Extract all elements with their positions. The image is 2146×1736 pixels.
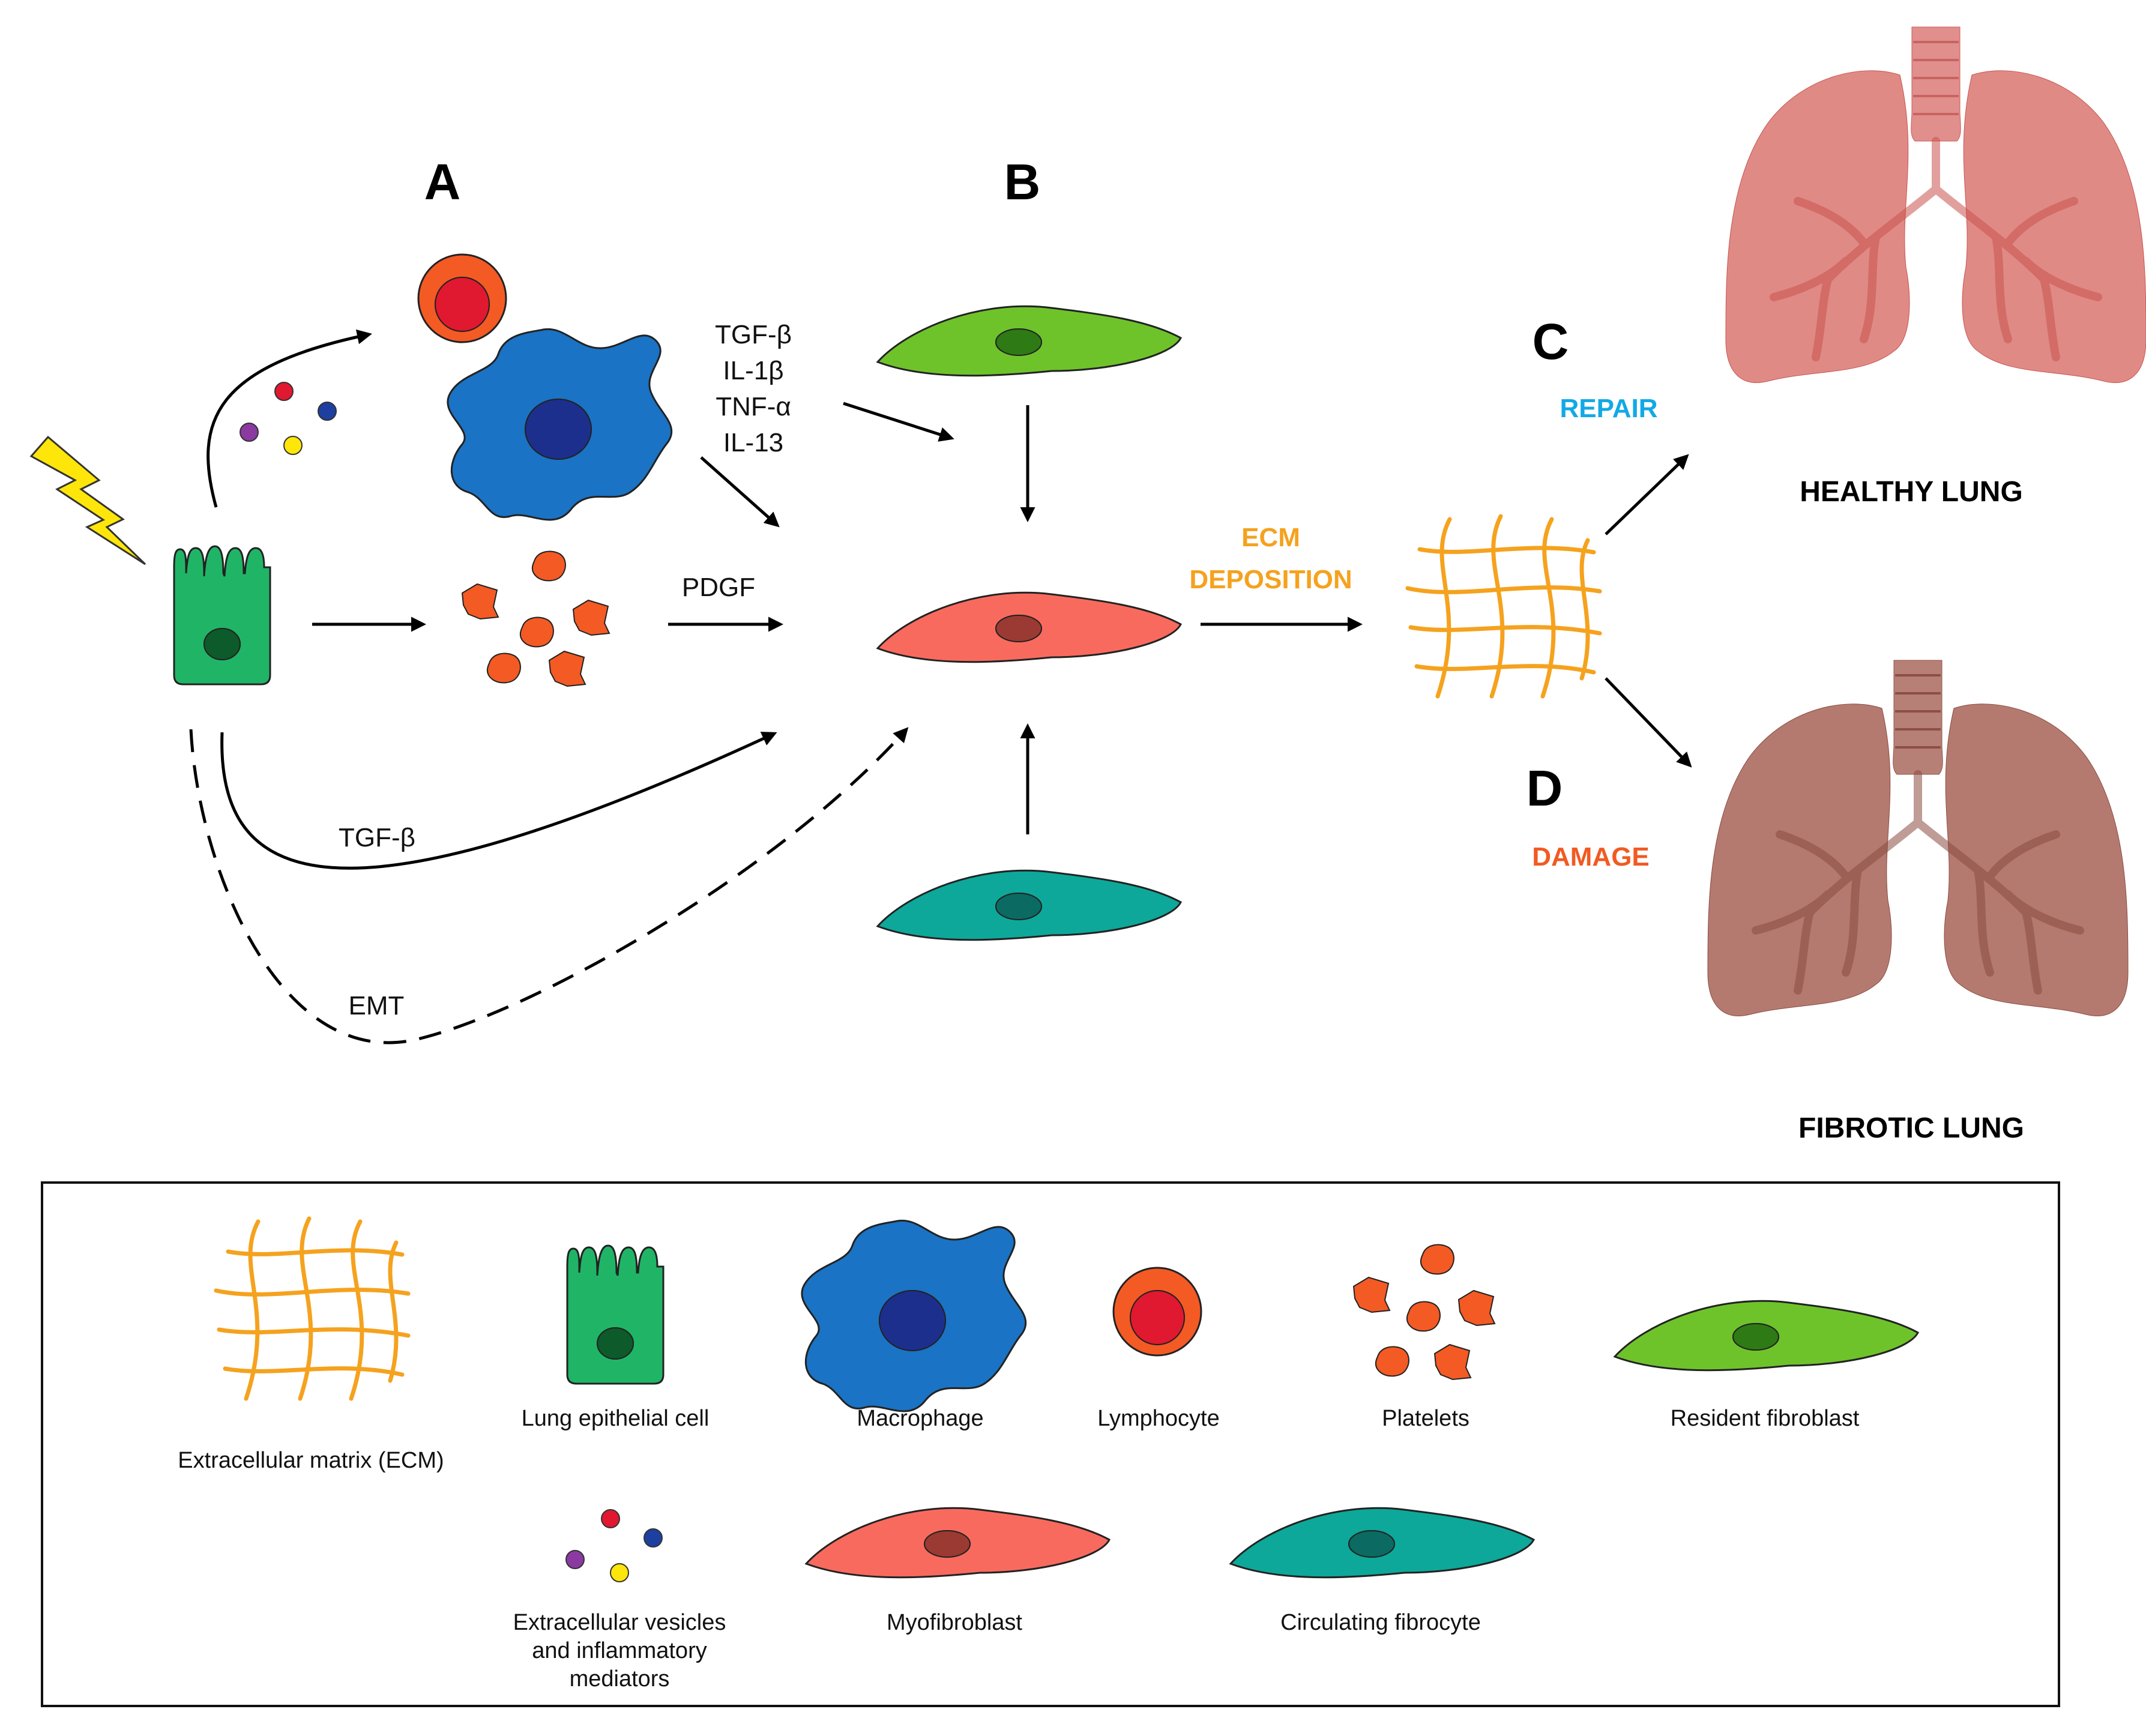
legend-vesicle-purple bbox=[565, 1550, 585, 1569]
fibrotic-lung-label: FIBROTIC LUNG bbox=[1798, 1112, 2024, 1144]
mediator-tnf-alpha: TNF-α bbox=[716, 392, 791, 421]
legend-epithelial-nucleus bbox=[597, 1327, 634, 1360]
healthy-lung-label: HEALTHY LUNG bbox=[1800, 476, 2023, 508]
lymphocyte-nucleus bbox=[435, 277, 490, 332]
legend-vesicle-yellow bbox=[610, 1563, 629, 1582]
arrow-epithelial-to-immune bbox=[206, 329, 372, 508]
legend-macrophage-nucleus bbox=[879, 1290, 946, 1351]
mediator-tgf-beta: TGF-β bbox=[715, 320, 792, 349]
legend-platelet-icon bbox=[1406, 1301, 1441, 1332]
myofibroblast-nucleus bbox=[995, 615, 1042, 642]
panel-label-a: A bbox=[424, 154, 461, 210]
mediator-emt: EMT bbox=[349, 991, 405, 1020]
legend-platelets-label: Platelets bbox=[1382, 1406, 1469, 1431]
injury-lightning-icon bbox=[29, 435, 146, 565]
arrow-ecm-to-damage bbox=[1605, 677, 1692, 768]
damage-label: DAMAGE bbox=[1532, 842, 1650, 872]
vesicle-blue bbox=[318, 402, 337, 421]
vesicle-red bbox=[274, 382, 294, 401]
arrow-mediators-to-resident bbox=[843, 402, 954, 442]
platelet bbox=[531, 550, 566, 582]
macrophage-nucleus bbox=[525, 399, 592, 460]
circulating-fibrocyte-nucleus bbox=[995, 893, 1042, 920]
legend-myofibroblast-label: Myofibroblast bbox=[887, 1610, 1022, 1635]
legend-circulating-nucleus bbox=[1348, 1530, 1395, 1558]
repair-label: REPAIR bbox=[1560, 394, 1658, 423]
fibrotic-lung-trachea-rings bbox=[1895, 674, 1941, 749]
epithelial-nucleus bbox=[203, 628, 241, 660]
mediator-pdgf: PDGF bbox=[682, 573, 755, 602]
arrow-ecm-to-repair bbox=[1605, 454, 1689, 535]
panel-label-d: D bbox=[1527, 760, 1563, 816]
platelet bbox=[462, 583, 499, 619]
mediator-il-1-beta: IL-1β bbox=[723, 356, 783, 385]
legend-myofibroblast-nucleus bbox=[924, 1530, 971, 1558]
legend-platelet-icon bbox=[1420, 1244, 1454, 1275]
legend-vesicle-blue bbox=[643, 1528, 663, 1548]
platelet bbox=[573, 600, 610, 636]
legend-lymphocyte-label: Lymphocyte bbox=[1097, 1406, 1219, 1431]
legend-vesicle-red bbox=[601, 1509, 620, 1528]
legend-circulating-label: Circulating fibrocyte bbox=[1280, 1610, 1481, 1635]
legend-platelet-icon bbox=[1458, 1290, 1495, 1326]
panel-label-b: B bbox=[1004, 154, 1041, 210]
arrow-mediators-to-myofibroblast bbox=[700, 456, 780, 528]
legend-macrophage-label: Macrophage bbox=[857, 1406, 983, 1431]
platelet bbox=[519, 616, 554, 648]
vesicle-purple bbox=[240, 423, 259, 442]
ecm-deposition-label: DEPOSITION bbox=[1189, 565, 1352, 594]
legend-ecm-label: Extracellular matrix (ECM) bbox=[178, 1448, 444, 1473]
vesicle-yellow bbox=[283, 436, 303, 455]
ecm-network bbox=[1408, 516, 1600, 696]
arrow-emt-to-myofibroblast bbox=[189, 727, 909, 1044]
legend-resident-label: Resident fibroblast bbox=[1671, 1406, 1860, 1431]
epithelial-cell bbox=[173, 545, 271, 686]
legend-vesicles-label: mediators bbox=[570, 1666, 670, 1692]
legend: Extracellular matrix (ECM) Lung epitheli… bbox=[41, 1181, 2060, 1707]
healthy-lung-trachea-rings bbox=[1913, 41, 1959, 115]
platelet bbox=[549, 651, 586, 687]
panel-label-c: C bbox=[1533, 313, 1569, 370]
platelet bbox=[486, 653, 521, 684]
arrow-tgf-to-myofibroblast bbox=[220, 732, 777, 870]
ecm-deposition-label: ECM bbox=[1241, 523, 1300, 552]
fibrotic-lung bbox=[1708, 660, 2128, 1016]
mediator-il-13: IL-13 bbox=[723, 428, 783, 457]
legend-ecm-icon bbox=[216, 1219, 408, 1399]
healthy-lung bbox=[1726, 27, 2146, 382]
legend-epithelial-label: Lung epithelial cell bbox=[522, 1406, 710, 1431]
resident-fibroblast-nucleus bbox=[995, 328, 1042, 356]
legend-platelet-icon bbox=[1375, 1346, 1409, 1377]
legend-lymphocyte-nucleus bbox=[1130, 1290, 1185, 1345]
legend-resident-nucleus bbox=[1732, 1323, 1779, 1351]
legend-platelet-icon bbox=[1353, 1277, 1390, 1313]
legend-frame bbox=[41, 1181, 2060, 1707]
mediator-tgf-beta-epithelial: TGF-β bbox=[339, 823, 415, 852]
legend-vesicles-label: and inflammatory bbox=[532, 1638, 707, 1663]
legend-platelet-icon bbox=[1434, 1344, 1471, 1380]
legend-vesicles-label: Extracellular vesicles bbox=[513, 1610, 726, 1635]
legend-epithelial-icon bbox=[566, 1244, 665, 1385]
